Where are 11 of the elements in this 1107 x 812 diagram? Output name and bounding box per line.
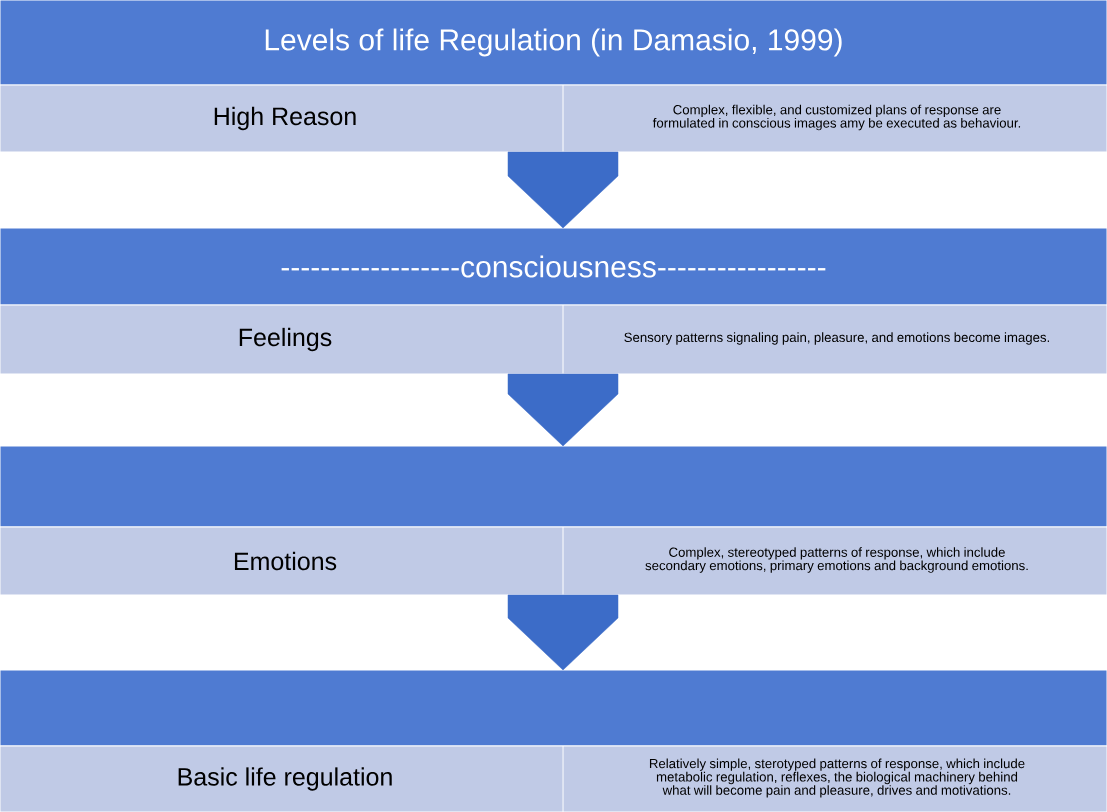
down-arrow (507, 151, 619, 229)
empty-band (0, 669, 1107, 747)
level-row: Feelings Sensory patterns signaling pain, pleasure, and emotions become images. (0, 304, 1107, 375)
empty-band (0, 445, 1107, 528)
level-row: Basic life regulation Relatively simple, sterotyped patterns of response, which include metabolic regulation, reflexes, the biological machinery behind what will become pain and pleasure, drives and motivations. (0, 745, 1107, 812)
header-band: ------------------consciousness----------------- (0, 227, 1107, 306)
down-arrow (507, 594, 619, 671)
level-row: Emotions Complex, stereotyped patterns of response, which include secondary emotions, primary emotions and background emotions. (0, 526, 1107, 596)
level-row: High Reason Complex, flexible, and customized plans of response are formulated in conscious images amy be executed as behaviour. (0, 84, 1107, 153)
down-arrow (507, 373, 619, 447)
header-band: Levels of life Regulation (in Damasio, 1999) (0, 0, 1107, 86)
